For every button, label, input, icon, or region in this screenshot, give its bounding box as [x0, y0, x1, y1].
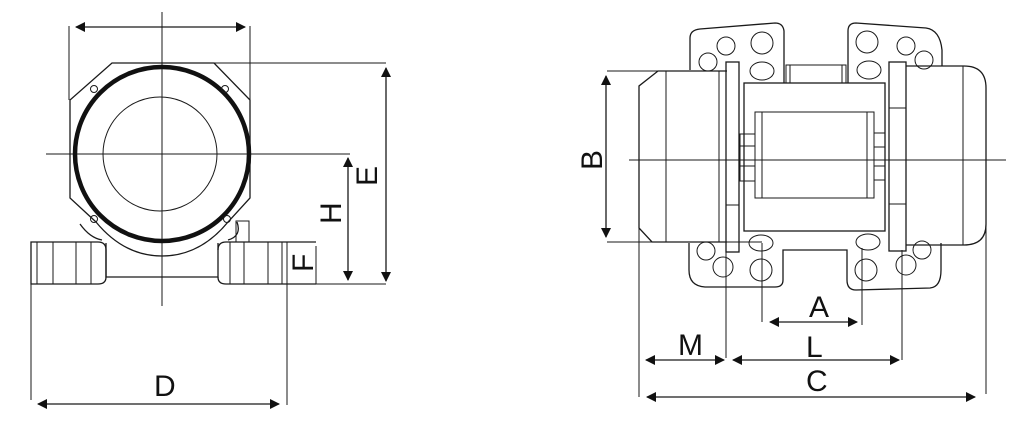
mount-hole — [912, 240, 932, 260]
right-flange — [888, 61, 907, 252]
mount-hole — [854, 258, 878, 282]
mount-hole — [855, 30, 879, 54]
mount-slot — [748, 234, 774, 252]
base-fillet-right — [227, 221, 239, 241]
bolt-hole — [223, 215, 231, 223]
center-window — [754, 111, 875, 199]
base-fillet-left — [79, 223, 103, 241]
right-foot — [217, 241, 317, 285]
label-E: E — [351, 166, 384, 186]
top-plate-right — [847, 22, 943, 83]
motor-body — [743, 82, 886, 232]
mount-hole — [712, 256, 734, 278]
bolt-hole — [90, 85, 98, 93]
label-C: C — [806, 365, 828, 398]
right-end-cap — [906, 65, 987, 246]
label-M: M — [678, 329, 703, 362]
left-end-cap — [638, 70, 727, 243]
mount-hole — [749, 258, 773, 282]
mount-slot — [856, 60, 882, 80]
mount-slot — [855, 233, 881, 251]
top-bridge — [785, 64, 847, 84]
label-H: H — [315, 202, 348, 224]
mount-hole — [698, 52, 718, 72]
mount-slot — [749, 61, 775, 81]
mount-hole — [895, 254, 917, 276]
left-foot — [30, 241, 107, 285]
label-F: F — [287, 254, 320, 272]
mount-hole — [750, 31, 774, 55]
mount-hole — [716, 36, 736, 56]
mount-hole — [896, 36, 916, 56]
inner-circle — [102, 96, 218, 212]
bolt-hole — [90, 215, 98, 223]
label-B: B — [576, 150, 609, 170]
label-D: D — [154, 370, 176, 403]
side-view: B A M L C — [576, 22, 1006, 402]
mount-hole — [914, 50, 934, 70]
bottom-plate-left — [688, 243, 942, 291]
outer-ring — [72, 64, 252, 244]
bolt-hole — [221, 85, 229, 93]
left-flange — [725, 61, 740, 253]
front-view: E H F D — [30, 12, 391, 409]
mount-hole — [696, 241, 716, 261]
top-plate-left — [689, 22, 785, 83]
label-L: L — [806, 331, 823, 364]
label-A: A — [809, 291, 829, 324]
